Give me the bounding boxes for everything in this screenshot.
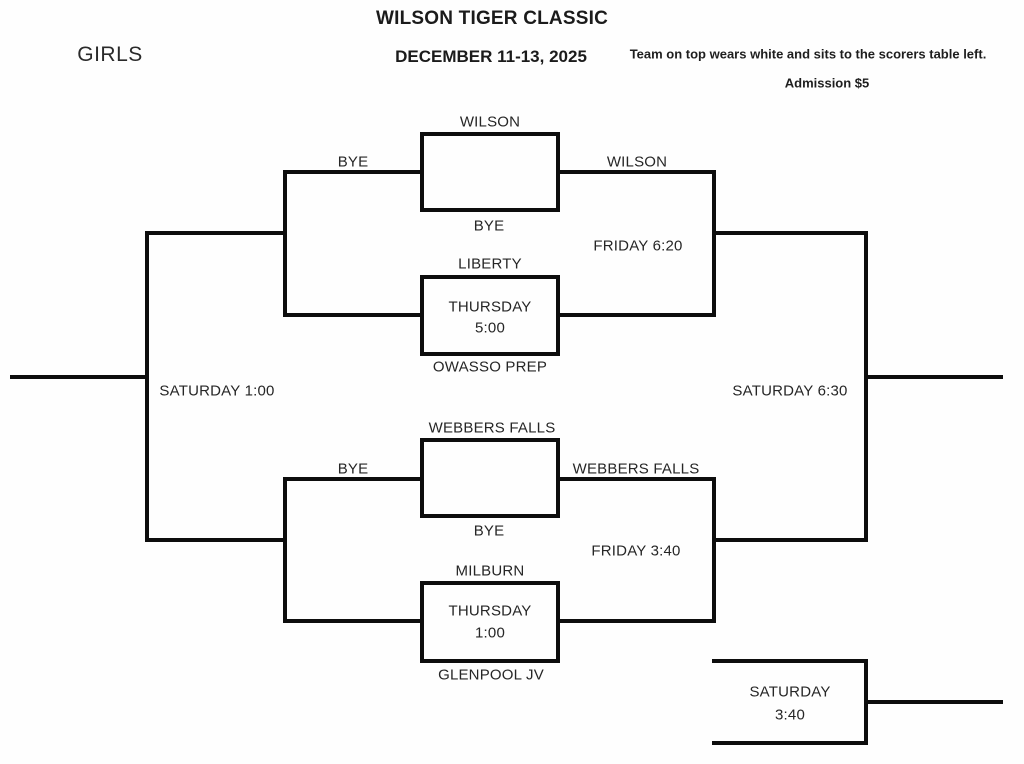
lower-left-connector — [283, 477, 287, 623]
lower-semifinal-winner-line — [714, 538, 868, 542]
consolation-final-time-label: SATURDAY 1:00 — [159, 382, 275, 400]
admission-note: Admission $5 — [784, 75, 870, 91]
upper-bye-note-label: BYE — [473, 217, 505, 235]
lower-game1-box — [420, 438, 560, 518]
upper-semifinal-winner-line — [714, 231, 868, 235]
upper-seed2-opponent-label: OWASSO PREP — [432, 358, 548, 376]
lower-game1-winner-label: WEBBERS FALLS — [572, 460, 700, 478]
division-label: GIRLS — [77, 43, 143, 66]
lower-game1-winner-line — [556, 477, 716, 481]
lower-game2-line-left — [285, 619, 422, 623]
upper-seed1-label: WILSON — [459, 113, 521, 131]
lower-seed1-label: WEBBERS FALLS — [428, 419, 556, 437]
dress-note: Team on top wears white and sits to the … — [629, 46, 987, 62]
upper-left-connector — [283, 170, 287, 317]
upper-game1-winner-line — [556, 170, 716, 174]
lower-bye-line-left — [285, 477, 422, 481]
upper-game2-day-label: THURSDAY — [448, 298, 532, 316]
third-place-winner-line — [864, 700, 1003, 704]
championship-time-label: SATURDAY 6:30 — [732, 382, 848, 400]
lower-bye-note-label: BYE — [473, 522, 505, 540]
upper-bye-line-left — [285, 170, 422, 174]
lower-seed2-opponent-label: GLENPOOL JV — [438, 666, 544, 684]
third-place-time-label: 3:40 — [775, 706, 805, 724]
lower-left-feed-line — [147, 538, 287, 542]
lower-game2-winner-line — [556, 619, 716, 623]
third-place-day-label: SATURDAY — [749, 683, 831, 701]
upper-game2-winner-line — [556, 313, 716, 317]
lower-seed2-label: MILBURN — [455, 562, 525, 580]
right-outer-connector — [864, 231, 868, 542]
lower-right-connector — [712, 477, 716, 623]
champion-line — [864, 375, 1003, 379]
upper-game1-box — [420, 132, 560, 212]
upper-right-connector — [712, 170, 716, 317]
upper-game2-box — [420, 275, 560, 356]
upper-seed2-label: LIBERTY — [458, 255, 522, 273]
lower-game2-box — [420, 581, 560, 663]
third-place-game-box — [712, 659, 868, 745]
event-dates: DECEMBER 11-13, 2025 — [395, 47, 587, 66]
lower-game2-time-label: 1:00 — [475, 624, 505, 642]
upper-seed1-opponent-label: BYE — [337, 153, 369, 171]
lower-game2-day-label: THURSDAY — [448, 602, 532, 620]
lower-seed1-opponent-label: BYE — [337, 460, 369, 478]
page-title: WILSON TIGER CLASSIC — [376, 8, 608, 29]
upper-game2-time-label: 5:00 — [475, 319, 505, 337]
upper-left-feed-line — [147, 231, 287, 235]
consolation-winner-line — [10, 375, 149, 379]
upper-game1-winner-label: WILSON — [606, 153, 668, 171]
upper-semifinal-time-label: FRIDAY 6:20 — [593, 237, 683, 255]
upper-game2-line-left — [285, 313, 422, 317]
lower-semifinal-time-label: FRIDAY 3:40 — [591, 542, 681, 560]
left-outer-connector — [145, 231, 149, 542]
